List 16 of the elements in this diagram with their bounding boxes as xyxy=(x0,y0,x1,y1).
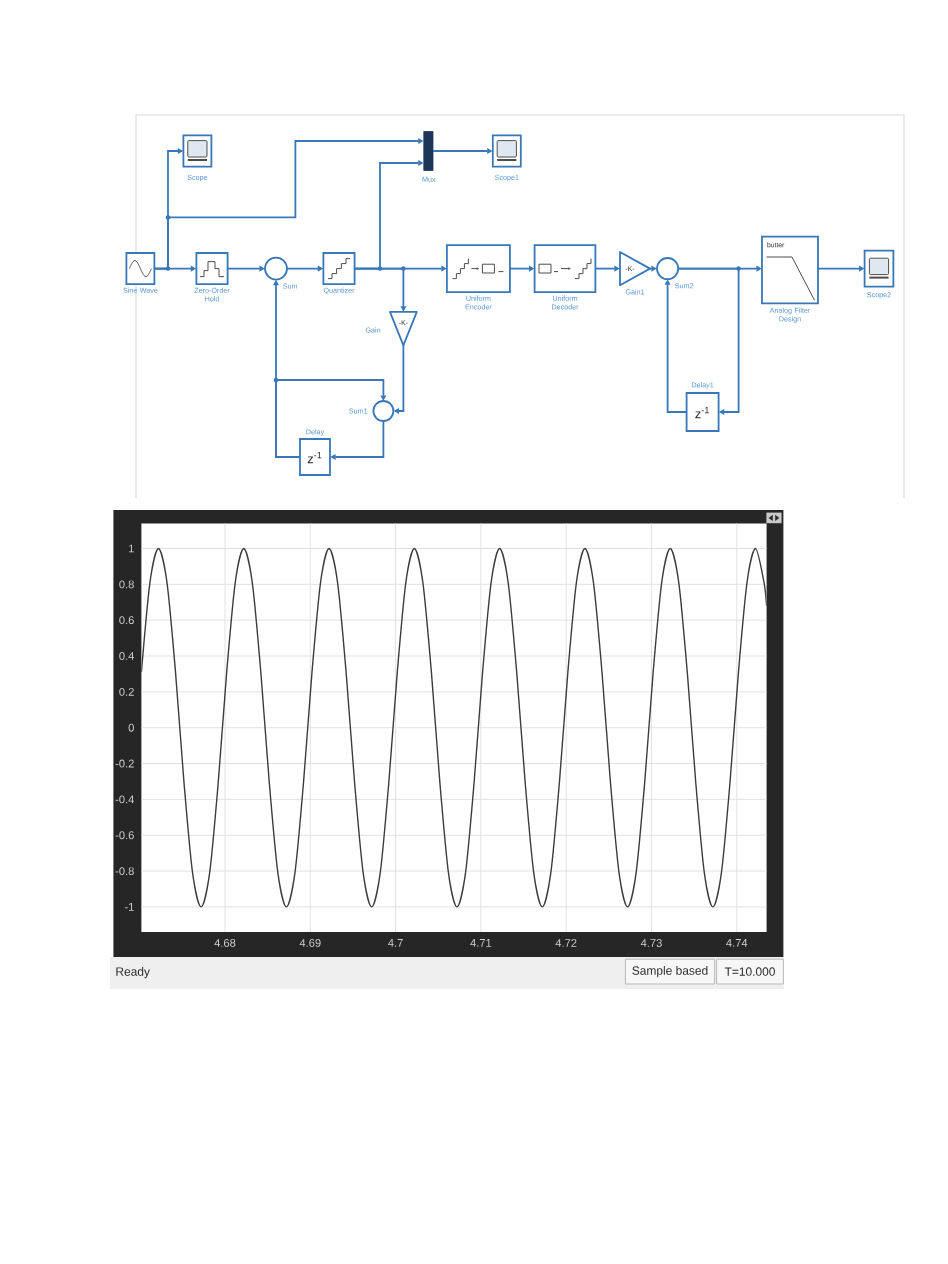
mux-bar xyxy=(423,131,434,171)
decoder-block xyxy=(533,244,597,293)
encoder-block xyxy=(446,244,511,293)
arrow xyxy=(594,265,620,272)
arrow xyxy=(353,267,407,312)
hold-block xyxy=(195,252,229,286)
arrow xyxy=(226,265,265,272)
arrow xyxy=(677,267,740,416)
arrow xyxy=(330,420,385,461)
quantizer-block xyxy=(322,252,356,286)
sum-circle xyxy=(372,400,395,422)
source-block xyxy=(125,252,156,286)
sum-circle xyxy=(264,256,288,281)
sum-circle xyxy=(656,257,680,281)
arrow xyxy=(275,379,387,458)
arrow xyxy=(649,265,657,272)
